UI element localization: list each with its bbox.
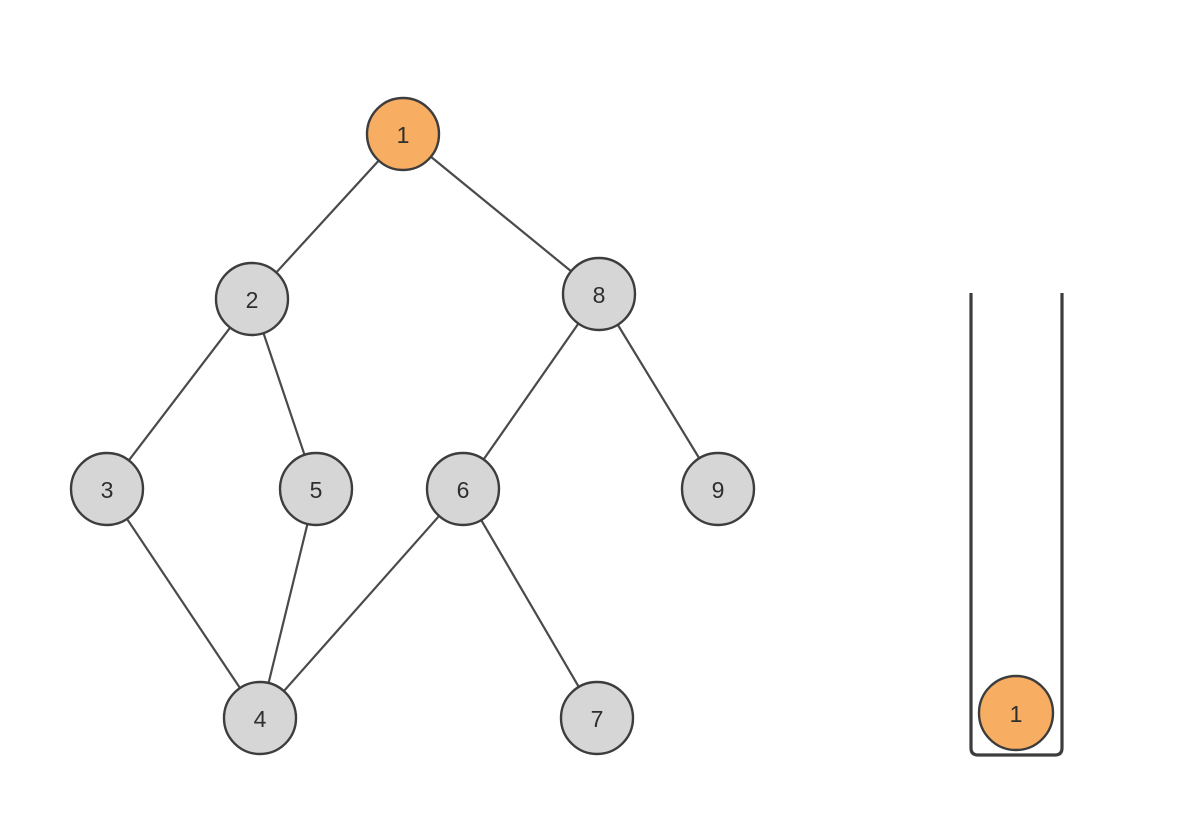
graph-edge (127, 325, 232, 463)
graph-node-label: 7 (591, 706, 604, 732)
graph-node-6[interactable]: 6 (425, 451, 501, 527)
graph-edge (262, 331, 306, 457)
graph-node-circle[interactable] (680, 451, 756, 527)
graph-node-8[interactable]: 8 (561, 256, 637, 332)
graph-node-3[interactable]: 3 (69, 451, 145, 527)
graph-node-circle[interactable] (425, 451, 501, 527)
graph-edge (481, 321, 581, 462)
graph-node-label: 3 (101, 477, 114, 503)
graph-node-label: 6 (457, 477, 470, 503)
graph-node-2[interactable]: 2 (214, 261, 290, 337)
stack-container-layer: 1 (969, 293, 1064, 757)
graph-node-label: 9 (712, 477, 725, 503)
graph-edge (429, 155, 573, 273)
graph-node-9[interactable]: 9 (680, 451, 756, 527)
graph-node-circle[interactable] (561, 256, 637, 332)
graph-node-circle[interactable] (559, 680, 635, 756)
graph-node-1[interactable]: 1 (365, 96, 441, 172)
graph-node-7[interactable]: 7 (559, 680, 635, 756)
graph-node-4[interactable]: 4 (222, 680, 298, 756)
graph-node-label: 1 (397, 122, 410, 148)
graph-node-circle[interactable] (222, 680, 298, 756)
stack-item-circle[interactable] (977, 674, 1055, 752)
graph-edge (282, 514, 441, 693)
graph-edge (479, 518, 581, 689)
stack-container-outline (969, 293, 1064, 757)
graph-node-label: 4 (254, 706, 267, 732)
graph-edge (274, 158, 381, 275)
graph-nodes-layer: 1 2 3 4 5 6 7 8 9 (69, 96, 756, 756)
stack-item-1[interactable]: 1 (977, 674, 1055, 752)
graph-node-circle[interactable] (69, 451, 145, 527)
graph-node-circle[interactable] (365, 96, 441, 172)
stack-item-label: 1 (1010, 701, 1023, 727)
graph-node-label: 2 (246, 287, 259, 313)
graph-edge (267, 521, 309, 686)
graph-node-label: 5 (310, 477, 323, 503)
graph-edges-layer (125, 155, 701, 693)
graph-edge (616, 322, 701, 461)
graph-edge (125, 517, 242, 690)
graph-node-label: 8 (593, 282, 606, 308)
graph-node-5[interactable]: 5 (278, 451, 354, 527)
graph-node-circle[interactable] (214, 261, 290, 337)
graph-node-circle[interactable] (278, 451, 354, 527)
